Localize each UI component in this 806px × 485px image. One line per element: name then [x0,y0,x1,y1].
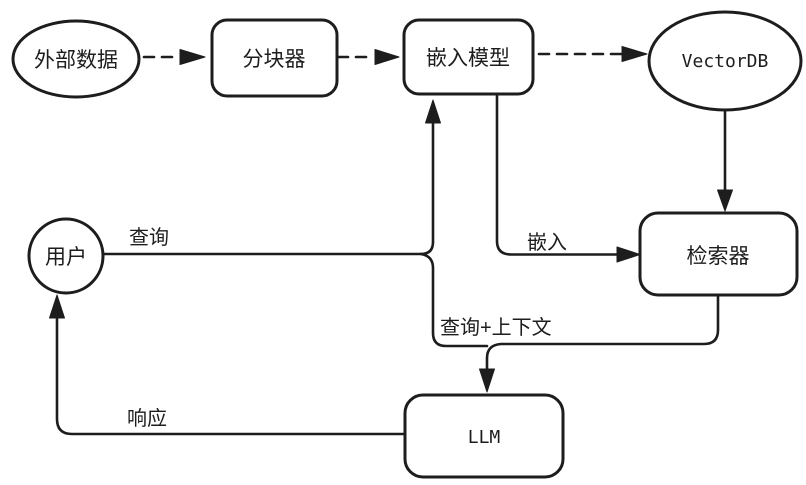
edge-line [419,252,489,348]
edge-external-data-to-chunker [142,49,206,65]
node-external-data: 外部数据 [11,19,141,99]
embedding-model-shape [402,18,535,96]
node-embedding-model: 嵌入模型 [402,18,535,96]
external-data-shape [11,19,141,99]
external-data-label: 外部数据 [34,49,118,72]
arrowhead-right-icon [616,246,641,263]
edge-embedding-model-to-retriever [495,93,641,263]
vectordb-label: VectorDB [682,51,769,72]
chunker-label: 分块器 [243,48,306,71]
arrowhead-down-icon [717,189,733,212]
edge-label-query-plus-context: 查询+上下文 [440,316,552,339]
arrowhead-right-icon [621,46,648,62]
node-llm: LLM [403,393,565,479]
edge-chunker-to-embedding-model [336,49,400,65]
edge-embedding-model-to-vectordb [537,46,648,62]
arrowhead-up-icon [425,99,441,124]
edge-vectordb-to-retriever [717,110,733,212]
node-vectordb: VectorDB [647,10,803,112]
node-chunker: 分块器 [210,18,339,98]
arrowhead-right-icon [179,49,206,65]
retriever-label: 检索器 [687,245,750,268]
edge-query-branch-to-llm [419,252,489,348]
edge-line [55,316,407,436]
node-retriever: 检索器 [638,211,799,297]
arrowhead-down-icon [479,368,495,393]
chunker-shape [210,18,339,98]
llm-label: LLM [468,427,501,448]
vectordb-shape [647,10,803,112]
edge-llm-to-user [49,294,407,436]
edge-line [485,294,720,372]
retriever-shape [638,211,799,297]
edge-line [495,93,619,256]
user-shape [27,217,105,295]
embedding-model-label: 嵌入模型 [426,47,510,70]
edge-label-response: 响应 [127,407,167,430]
edge-label-query: 查询 [129,226,169,249]
arrowhead-up-icon [49,294,65,319]
edge-label-embed: 嵌入 [527,231,567,254]
arrowhead-right-icon [374,49,400,65]
node-user: 用户 [27,217,105,295]
user-label: 用户 [45,246,87,269]
llm-shape [403,393,565,479]
edge-retriever-to-llm [479,294,720,393]
